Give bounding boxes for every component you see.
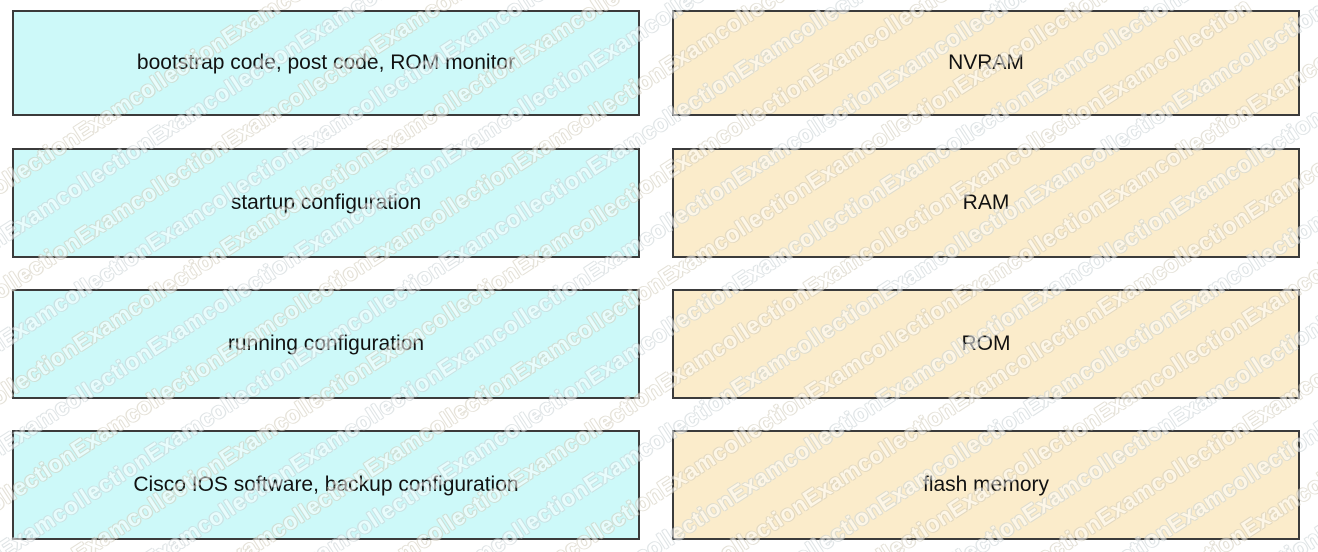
right-item-1-label: RAM <box>962 191 1010 214</box>
left-item-3-label: Cisco IOS software, backup configuration <box>133 473 519 496</box>
left-item-2-label: running configuration <box>227 332 425 355</box>
right-item-2[interactable]: ROM <box>672 289 1300 399</box>
right-item-3-label: flash memory <box>922 473 1050 496</box>
left-item-1[interactable]: startup configuration <box>12 148 640 258</box>
right-item-1[interactable]: RAM <box>672 148 1300 258</box>
right-item-0[interactable]: NVRAM <box>672 10 1300 116</box>
right-item-2-label: ROM <box>961 332 1011 355</box>
left-item-2[interactable]: running configuration <box>12 289 640 399</box>
left-item-0[interactable]: bootstrap code, post code, ROM monitor <box>12 10 640 116</box>
right-item-0-label: NVRAM <box>948 51 1024 74</box>
right-item-3[interactable]: flash memory <box>672 430 1300 540</box>
left-item-3[interactable]: Cisco IOS software, backup configuration <box>12 430 640 540</box>
left-item-0-label: bootstrap code, post code, ROM monitor <box>136 51 516 74</box>
left-item-1-label: startup configuration <box>230 191 422 214</box>
